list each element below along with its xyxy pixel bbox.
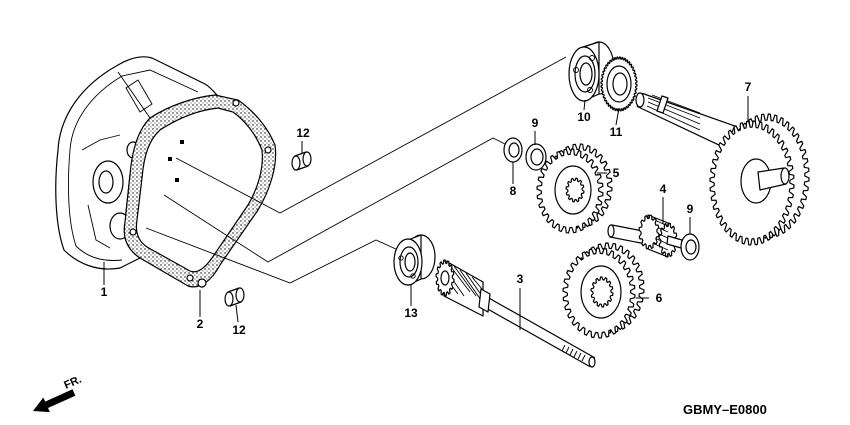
drive-shaft <box>435 259 596 368</box>
cover-hole <box>180 140 184 144</box>
dowel-end <box>224 291 234 307</box>
final-shaft-end <box>635 92 645 108</box>
washer-8 <box>503 137 523 163</box>
drive-shaft-splines <box>561 344 586 362</box>
dowel-end <box>235 287 245 303</box>
bearing-bore <box>579 62 593 86</box>
assembly-line-middle <box>163 137 508 263</box>
countershaft <box>607 214 683 258</box>
bearing-lower <box>393 234 436 286</box>
final-shaft-body <box>636 92 736 149</box>
callout-10: 10 <box>577 110 591 124</box>
countershaft-pinion-front <box>638 214 660 250</box>
cover-rib <box>87 204 111 249</box>
oil-seal <box>600 56 638 112</box>
cover-rib <box>117 71 151 119</box>
cover-rim-lower <box>68 149 123 261</box>
cover-rib <box>125 79 153 113</box>
callout-3: 3 <box>517 272 524 286</box>
gasket-bolt-hole <box>232 99 240 107</box>
dowel-pin-upper <box>291 151 312 171</box>
drive-pinion-bore <box>440 270 450 286</box>
washer-inner <box>685 239 697 255</box>
callout-2: 2 <box>197 317 204 331</box>
bearing-bore <box>404 252 416 272</box>
washer-9-upper <box>525 143 547 171</box>
final-shaft-collar <box>656 95 669 114</box>
callout-12-lower: 12 <box>232 323 246 337</box>
driven-gear-spline-bore <box>590 276 614 308</box>
callout-9-lower: 9 <box>687 202 694 216</box>
front-label: FR. <box>62 374 83 392</box>
front-arrow-icon <box>33 389 76 413</box>
dowel-end <box>302 151 312 167</box>
bearing-ball <box>398 255 404 261</box>
bearing-ball <box>587 87 593 93</box>
callout-1: 1 <box>101 285 108 299</box>
cover-boss-inner <box>98 170 114 194</box>
front-direction-marker: FR. <box>33 374 83 413</box>
washer-9-lower <box>680 233 700 261</box>
bearing-ball <box>410 273 416 279</box>
callout-9-upper: 9 <box>532 116 539 130</box>
leader-11 <box>615 107 620 126</box>
drive-shaft-end <box>588 356 596 368</box>
callout-7: 7 <box>745 80 752 94</box>
assembly-line-lower <box>145 227 399 284</box>
gasket-dowel-hole <box>197 278 207 288</box>
dowel-end <box>291 155 301 171</box>
gasket-bolt-hole <box>264 146 272 154</box>
bearing-ball <box>589 55 595 61</box>
callout-6: 6 <box>656 291 663 305</box>
bearing-upper <box>568 41 615 102</box>
cover-hole <box>175 178 179 182</box>
countershaft-gear <box>536 143 613 234</box>
dowel-pin-lower <box>224 287 245 307</box>
callout-8: 8 <box>510 184 517 198</box>
bearing-ball <box>573 67 579 73</box>
callout-5: 5 <box>613 166 620 180</box>
drive-shaft-collar <box>478 288 491 313</box>
cover-rib <box>81 134 121 151</box>
callout-13: 13 <box>404 306 418 320</box>
final-gear <box>709 113 810 246</box>
driven-gear <box>562 242 645 339</box>
callout-12-upper: 12 <box>296 126 310 140</box>
callout-11: 11 <box>610 125 623 139</box>
leader-12-lower <box>235 304 239 323</box>
washer-inner <box>508 142 520 158</box>
washer-inner <box>530 148 544 166</box>
countershaft-gear-spline-bore <box>565 177 585 203</box>
oil-seal-bore <box>612 72 628 96</box>
final-shaft-splines <box>646 94 701 131</box>
diagram-code: GBMY–E0800 <box>683 402 767 417</box>
gasket-bolt-hole <box>129 228 137 236</box>
gasket-bolt-hole <box>186 274 194 282</box>
countershaft-end <box>607 224 615 238</box>
cover-rim <box>69 69 199 151</box>
final-shaft <box>635 92 736 149</box>
callout-4: 4 <box>660 182 667 196</box>
final-gear-stub-end <box>780 167 790 185</box>
assembly-line-upper <box>175 56 567 214</box>
cover-hole <box>168 157 172 161</box>
leader-10 <box>583 99 586 111</box>
drive-pinion-helical-teeth <box>445 262 483 301</box>
gasket <box>123 94 277 288</box>
